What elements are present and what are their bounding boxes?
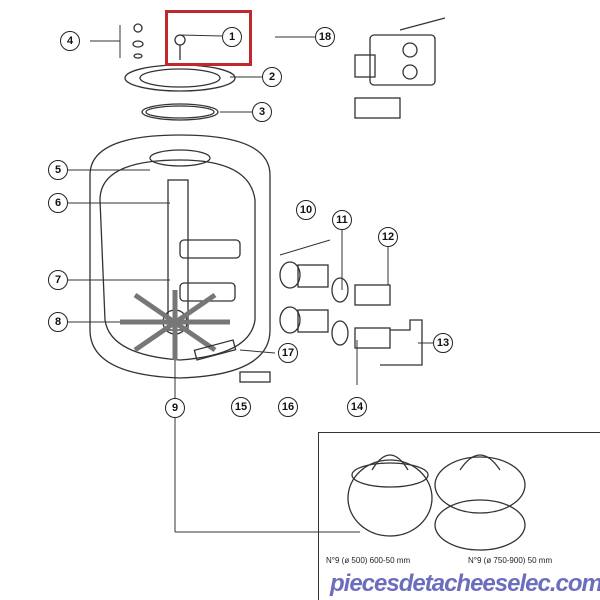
- callout-8[interactable]: 8: [48, 312, 68, 332]
- callout-9[interactable]: 9: [165, 398, 185, 418]
- unions-and-fittings: [279, 261, 423, 366]
- filter-tank: [89, 134, 271, 383]
- callout-14[interactable]: 14: [347, 397, 367, 417]
- inset-caption-right: N°9 (ø 750-900) 50 mm: [468, 556, 553, 565]
- callout-2[interactable]: 2: [262, 67, 282, 87]
- callout-11[interactable]: 11: [332, 210, 352, 230]
- callout-3[interactable]: 3: [252, 102, 272, 122]
- callout-4[interactable]: 4: [60, 31, 80, 51]
- callout-5[interactable]: 5: [48, 160, 68, 180]
- highlight-box-part-1: [165, 10, 252, 66]
- callout-17[interactable]: 17: [278, 343, 298, 363]
- top-dome-and-oring: [124, 23, 236, 121]
- callout-13[interactable]: 13: [433, 333, 453, 353]
- multiport-valve: [354, 17, 446, 119]
- callout-1[interactable]: 1: [222, 27, 242, 47]
- callout-10[interactable]: 10: [296, 200, 316, 220]
- inset-caption-left: N°9 (ø 500) 600-50 mm: [326, 556, 411, 565]
- laterals-inset-box: [318, 432, 600, 600]
- callout-16[interactable]: 16: [278, 397, 298, 417]
- inset-laterals: [347, 454, 526, 551]
- watermark: piecesdetacheeselec.com: [330, 570, 600, 597]
- callout-7[interactable]: 7: [48, 270, 68, 290]
- callout-15[interactable]: 15: [231, 397, 251, 417]
- callout-6[interactable]: 6: [48, 193, 68, 213]
- callout-12[interactable]: 12: [378, 227, 398, 247]
- callout-18[interactable]: 18: [315, 27, 335, 47]
- leader-lines: [68, 25, 433, 533]
